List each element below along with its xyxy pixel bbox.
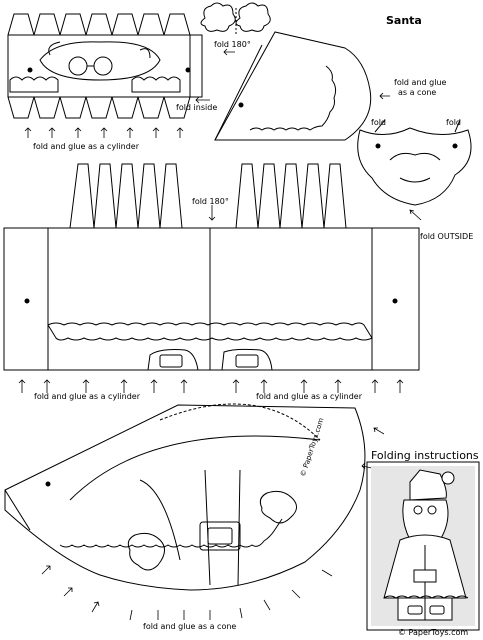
folding-instructions-figure: [366, 461, 480, 631]
label-fold-outside: fold OUTSIDE: [420, 232, 474, 241]
hat-cone: [214, 31, 372, 141]
label-fold-right: fold: [446, 118, 462, 127]
copyright: © PaperToys.com: [398, 628, 469, 637]
coat-cone: [4, 403, 366, 591]
page-title: Santa: [386, 14, 422, 27]
label-fold-glue-cylinder-left: fold and glue as a cylinder: [34, 392, 140, 401]
head-piece: [7, 13, 203, 119]
label-fold-glue-cylinder-head: fold and glue as a cylinder: [33, 142, 139, 151]
fold-arrows: [18, 48, 422, 621]
body-piece: [3, 163, 420, 371]
hat-pompom: [200, 2, 271, 34]
instructions-title: Folding instructions: [371, 449, 479, 462]
beard-piece: [357, 119, 472, 206]
label-fold-glue-cone-bottom: fold and glue as a cone: [143, 622, 237, 631]
label-fold-glue-cone-top: fold and glue: [394, 78, 447, 87]
label-fold-180-top: fold 180°: [214, 40, 251, 49]
label-fold-180-mid: fold 180°: [192, 197, 229, 206]
label-fold-glue-cone-top2: as a cone: [398, 88, 437, 97]
label-fold-inside: fold inside: [176, 103, 218, 112]
label-fold-glue-cylinder-right: fold and glue as a cylinder: [256, 392, 362, 401]
label-fold-left: fold: [371, 118, 387, 127]
